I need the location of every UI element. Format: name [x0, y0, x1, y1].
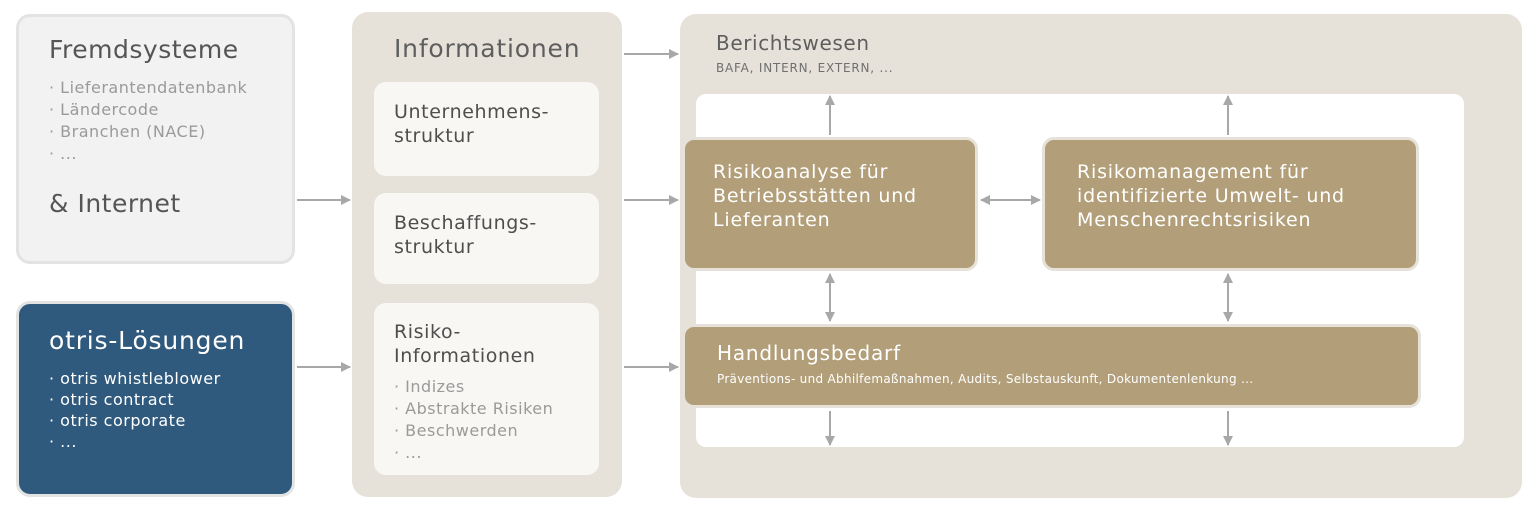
reporting-subtitle: BAFA, INTERN, EXTERN, ... — [716, 61, 894, 75]
risk-analysis-box: Risikoanalyse für Betriebsstätten und Li… — [682, 137, 978, 271]
list-item: · otris corporate — [49, 411, 186, 430]
risk-management-text: Risikomanagement für identifizierte Umwe… — [1077, 160, 1345, 232]
otris-solutions-list: · otris whistleblower · otris contract ·… — [49, 368, 221, 452]
card-title: Beschaffungs- struktur — [394, 211, 537, 259]
list-item: · ... — [49, 144, 77, 163]
card-title: Unternehmens- struktur — [394, 100, 549, 148]
list-item: · Ländercode — [49, 100, 159, 119]
card-title-line: Unternehmens- — [394, 101, 550, 123]
card-title-line: Informationen — [394, 345, 536, 367]
text-line: Menschenrechtsrisiken — [1077, 209, 1312, 231]
information-title: Informationen — [394, 34, 581, 63]
card-title-line: struktur — [394, 236, 475, 258]
risk-information-list: · Indizes · Abstrakte Risiken · Beschwer… — [394, 376, 553, 464]
text-line: Risikoanalyse für — [713, 161, 889, 183]
action-needed-subtitle: Präventions- und Abhilfemaßnahmen, Audit… — [717, 372, 1254, 386]
risk-management-box: Risikomanagement für identifizierte Umwe… — [1042, 137, 1419, 271]
text-line: Lieferanten — [713, 209, 831, 231]
list-item: · Beschwerden — [394, 421, 519, 440]
internet-label: & Internet — [49, 189, 181, 218]
action-needed-title: Handlungsbedarf — [717, 341, 901, 365]
list-item: · otris whistleblower — [49, 369, 221, 388]
list-item: · Indizes — [394, 377, 465, 396]
list-item: · ... — [49, 432, 77, 451]
list-item: · Branchen (NACE) — [49, 122, 206, 141]
external-systems-box: Fremdsysteme · Lieferantendatenbank · Lä… — [16, 14, 295, 264]
otris-solutions-box: otris-Lösungen · otris whistleblower · o… — [16, 301, 295, 497]
card-title-line: Beschaffungs- — [394, 212, 537, 234]
otris-solutions-title: otris-Lösungen — [49, 326, 246, 355]
information-column: Informationen Unternehmens- struktur Bes… — [352, 12, 622, 497]
card-title-line: struktur — [394, 125, 475, 147]
risk-analysis-text: Risikoanalyse für Betriebsstätten und Li… — [713, 160, 917, 232]
card-title-line: Risiko- — [394, 321, 462, 343]
card-company-structure: Unternehmens- struktur — [374, 82, 599, 176]
list-item: · otris contract — [49, 390, 175, 409]
card-risk-information: Risiko- Informationen · Indizes · Abstra… — [374, 303, 599, 475]
reporting-title: Berichtswesen — [716, 31, 870, 55]
action-needed-box: Handlungsbedarf Präventions- und Abhilfe… — [682, 324, 1421, 408]
card-title: Risiko- Informationen — [394, 320, 536, 368]
text-line: Risikomanagement für — [1077, 161, 1309, 183]
list-item: · Abstrakte Risiken — [394, 399, 554, 418]
external-systems-title: Fremdsysteme — [49, 35, 239, 64]
card-procurement-structure: Beschaffungs- struktur — [374, 193, 599, 284]
list-item: · ... — [394, 443, 422, 462]
external-systems-list: · Lieferantendatenbank · Ländercode · Br… — [49, 77, 247, 165]
text-line: Betriebsstätten und — [713, 185, 917, 207]
text-line: identifizierte Umwelt- und — [1077, 185, 1345, 207]
list-item: · Lieferantendatenbank — [49, 78, 248, 97]
